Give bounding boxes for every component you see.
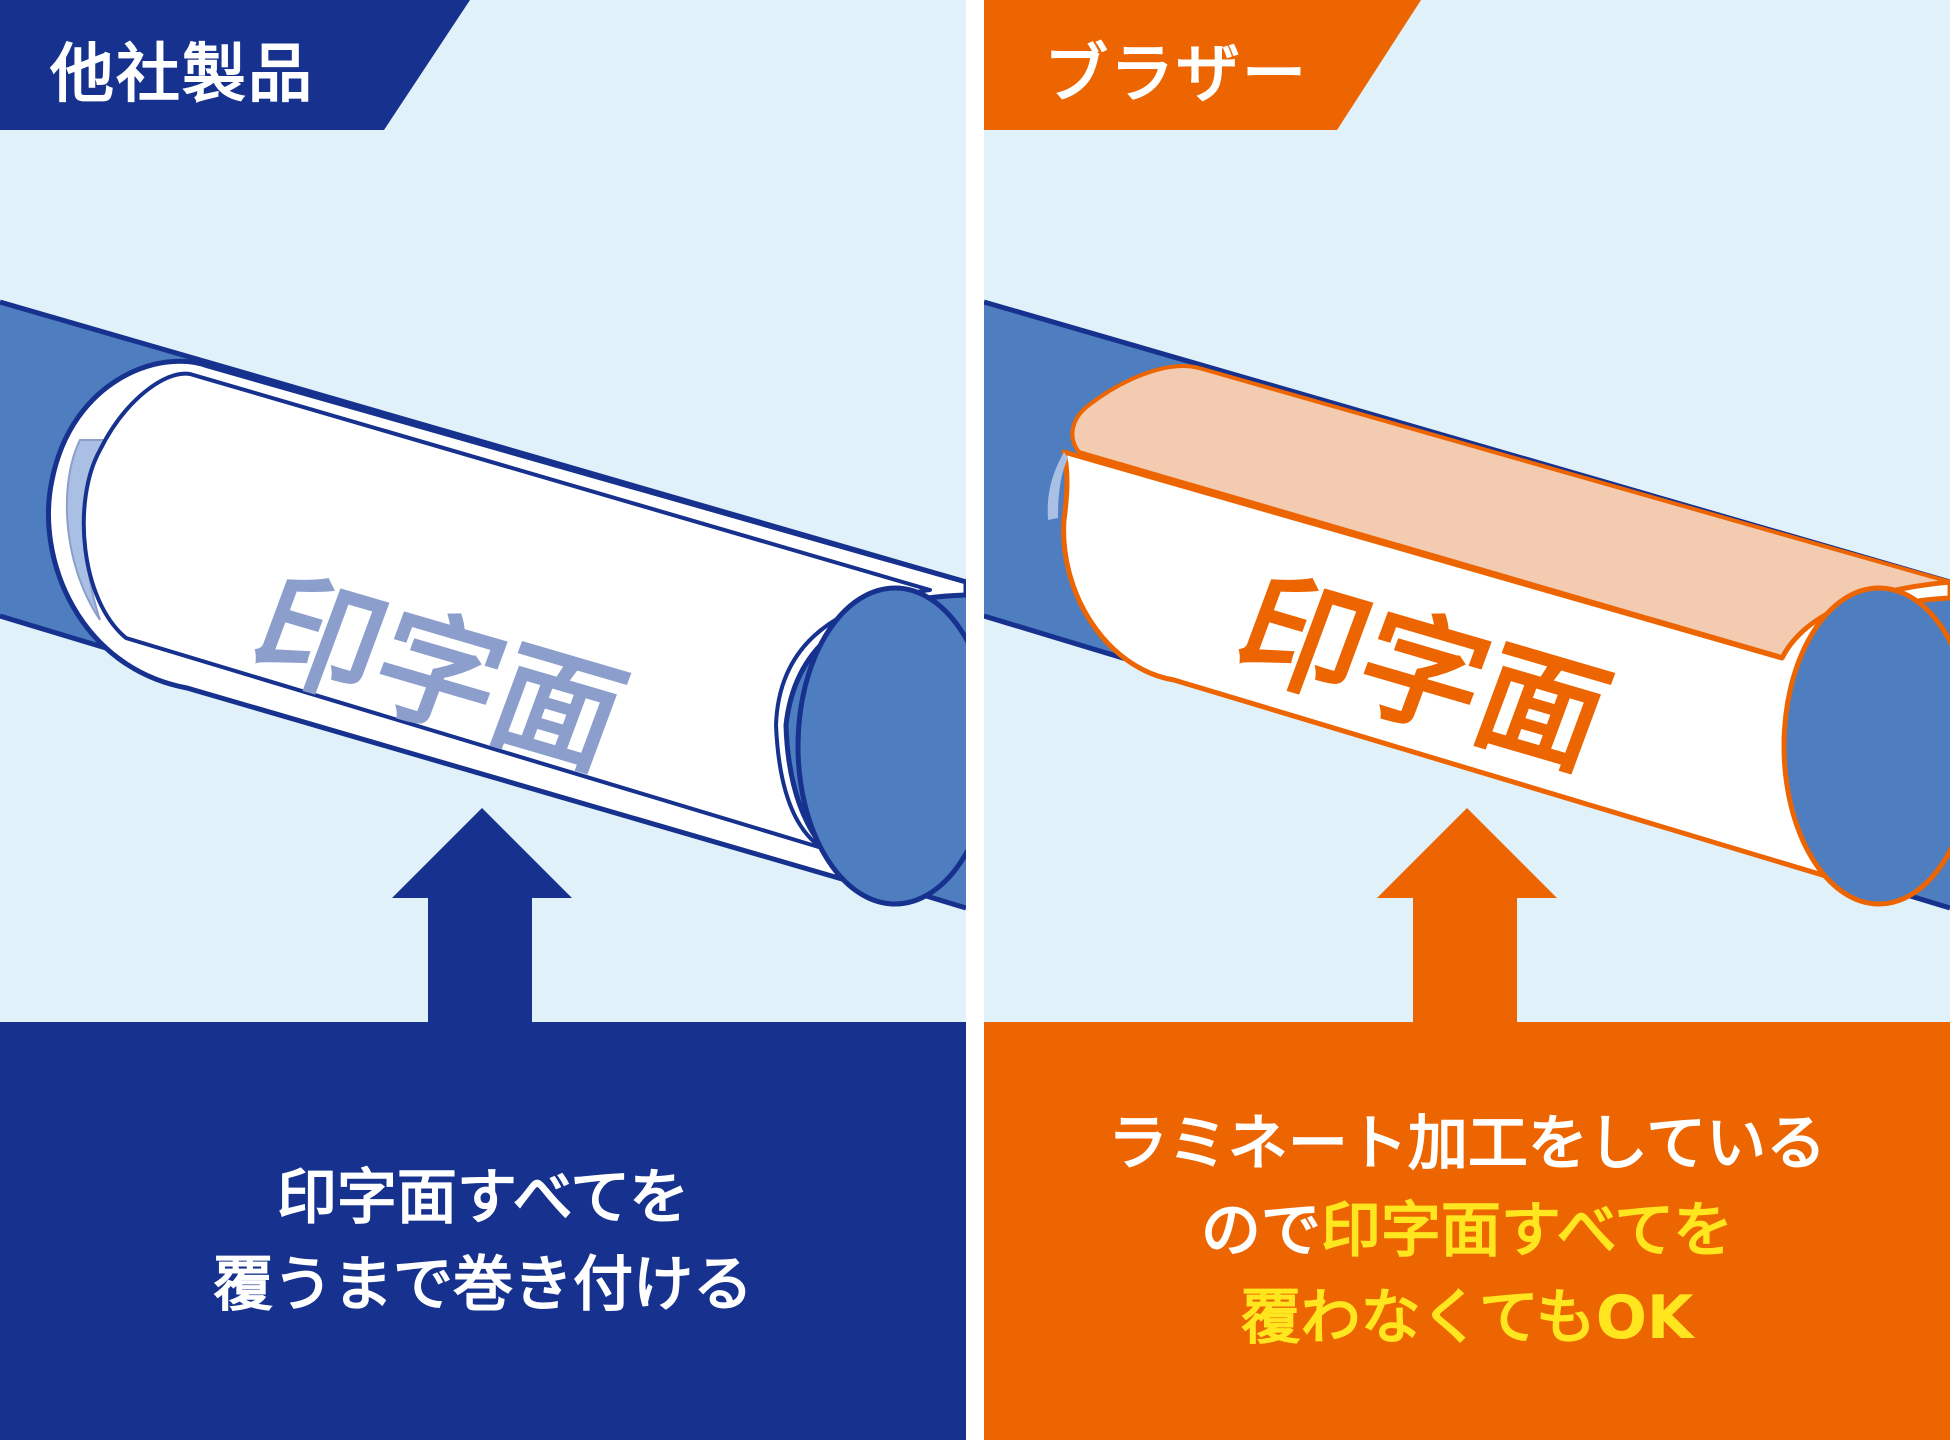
tab-label-competitor: 他社製品 (50, 38, 314, 112)
up-arrow-icon (392, 808, 572, 1022)
wrapped-label-illustration (1047, 364, 1950, 907)
tab-shape (984, 0, 1421, 130)
brother-illustration: 印字面 (984, 0, 1950, 1440)
caption-line-2: 覆うまで巻き付ける (213, 1250, 753, 1320)
caption-competitor: 印字面すべてを 覆うまで巻き付ける (0, 1022, 966, 1440)
caption-line-3: 覆わなくてもOK (1241, 1275, 1694, 1362)
caption-line-2: ので印字面すべてを (1201, 1188, 1733, 1275)
caption-line-3-ok: OK (1595, 1282, 1694, 1353)
tab-shape (0, 0, 470, 130)
tab-label-brother: ブラザー (1044, 38, 1308, 112)
caption-box (0, 1022, 966, 1440)
panel-divider (966, 0, 984, 1440)
wrapped-label-illustration (46, 358, 966, 907)
up-arrow-icon (1377, 808, 1557, 1022)
caption-line-2-highlight: 印字面すべてを (1320, 1195, 1734, 1266)
caption-line-3-highlight: 覆わなくても (1240, 1282, 1596, 1353)
caption-box (984, 1022, 1950, 1440)
caption-line-2-plain: ので (1200, 1195, 1321, 1266)
panel-competitor: 印字面 他社製品 印字面すべてを 覆うまで巻き付ける (0, 0, 966, 1440)
caption-line-1: 印字面すべてを (276, 1163, 690, 1233)
panel-brother: 印字面 ブラザー ラミネート加工をしている ので印字面すべてを 覆わなくてもOK (984, 0, 1950, 1440)
competitor-illustration: 印字面 (0, 0, 966, 1440)
caption-line-1: ラミネート加工をしている (1107, 1108, 1827, 1179)
caption-brother: ラミネート加工をしている ので印字面すべてを 覆わなくてもOK (984, 1022, 1950, 1440)
